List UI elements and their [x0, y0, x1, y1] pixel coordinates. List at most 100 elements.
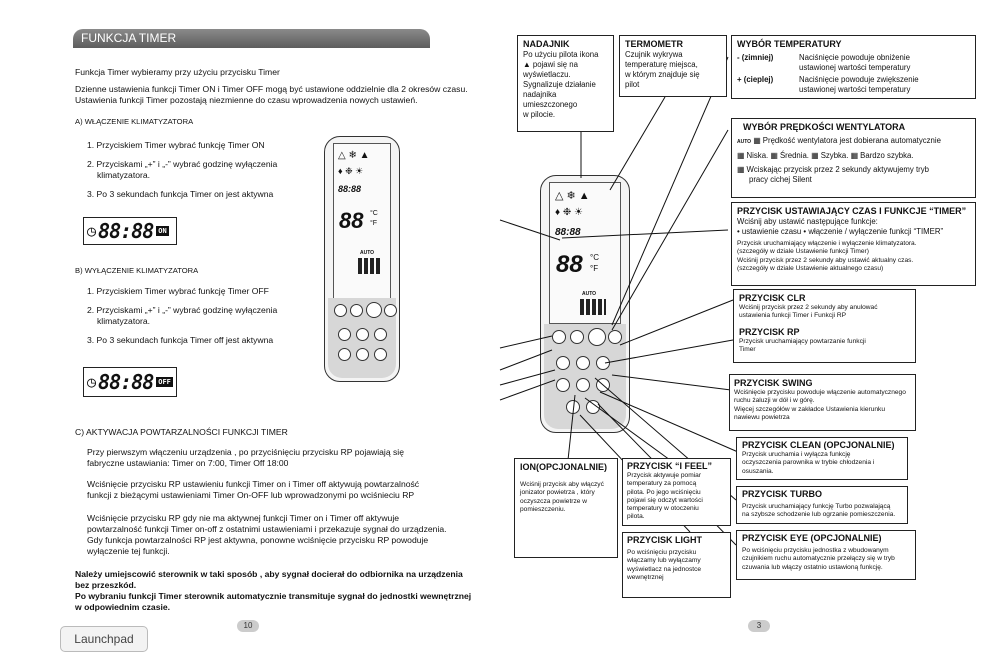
page-number: 3: [748, 620, 770, 632]
remote-button: [570, 330, 584, 344]
fan-icon: ▦: [737, 151, 745, 160]
box-text: Po wciśnięciu przycisku jednostka z wbud…: [742, 547, 889, 554]
minus-label: - (zimniej): [737, 53, 774, 62]
remote-time: 88:88: [555, 227, 581, 238]
unit-f: °F: [590, 264, 599, 273]
eye-box: PRZYCISK EYE (OPCJONALNIE) Po wciśnięciu…: [736, 530, 916, 580]
box-text: nawiewu powietrza: [734, 413, 790, 421]
box-title: ION(OPCJONALNIE): [520, 462, 608, 472]
fan-icon: ▦: [770, 151, 778, 160]
box-text: Wciśnij przycisk przez 2 sekundy aby anu…: [739, 304, 878, 311]
box-text: pomieszczeniu.: [520, 505, 566, 513]
step-b2-cont: klimatyzatora.: [97, 316, 151, 326]
section-b-heading: B) WYŁĄCZENIE KLIMATYZATORA: [75, 266, 199, 275]
remote-button: [596, 356, 610, 370]
remote-display: △ ❄ ▲ ♦ ❉ ☀ 88:88 88 °C °F AUTO: [549, 182, 621, 324]
para-line: powtarzalność funkcji Timer on-off z ost…: [87, 524, 447, 534]
box-text: • ustawienie czasu • włączenie / wyłącze…: [737, 227, 944, 236]
launchpad-label[interactable]: Launchpad: [60, 626, 148, 652]
remote-temp: 88: [339, 208, 364, 233]
box-text: Wciśnięcie przycisku powoduje włączenie …: [734, 389, 906, 396]
box-title: PRZYCISK “I FEEL”: [627, 461, 713, 471]
box-text: (szczegóły w dziale Ustawienie aktualneg…: [737, 264, 884, 272]
mode-icons: △ ❄ ▲: [338, 150, 370, 161]
box-title: WYBÓR PRĘDKOŚCI WENTYLATORA: [743, 122, 906, 132]
box-title: PRZYCISK CLEAN (OPCJONALNIE): [742, 440, 895, 450]
box-text: Wciśnij aby ustawić następujące funkcje:: [737, 217, 878, 226]
box-text: (szczegóły w dziale Ustawienie funkcji T…: [737, 248, 869, 256]
box-text: oczyszcza powietrze w: [520, 497, 588, 505]
lcd-timer-on: ◷ 88:88 ON: [83, 217, 177, 245]
unit-c: °C: [590, 253, 599, 262]
para-line: Wciśnięcie przycisku RP gdy nie ma aktyw…: [87, 513, 400, 523]
light-box: PRZYCISK LIGHT Po wciśnięciu przycisku w…: [622, 532, 731, 598]
remote-button: [356, 348, 369, 361]
box-text: pracy cichej Silent: [749, 175, 812, 184]
fan-icon: ▦: [811, 151, 819, 160]
unit-f: °F: [370, 220, 378, 227]
fan-icon: ▦: [737, 165, 745, 174]
box-text: nadajnika: [523, 90, 557, 99]
step-b3: 3. Po 3 sekundach funkcja Timer off jest…: [87, 335, 274, 345]
ion-box: ION(OPCJONALNIE) Wciśnij przycisk aby wł…: [514, 458, 618, 558]
remote-button: [588, 328, 606, 346]
transmit-icon: ▲: [523, 60, 533, 69]
section-c-heading: C) AKTYWACJA POWTARZALNOŚCI FUNKCJI TIME…: [75, 427, 288, 437]
box-text: Timer: [739, 345, 756, 353]
box-text: Sygnalizuje działanie: [523, 80, 596, 89]
para-line: wyłączenie tej funkcji.: [87, 546, 170, 556]
box-text: wyświetlaczu.: [523, 70, 571, 79]
box-text: pojawi się odczyt wartości: [627, 496, 703, 504]
box-text: Po użyciu pilota ikona: [523, 50, 599, 59]
remote-button: [556, 356, 570, 370]
para-line: Gdy funkcja powtarzalności RP jest aktyw…: [87, 535, 429, 545]
box-text: wyświetlacz na jednostce: [627, 565, 702, 573]
clean-box: PRZYCISK CLEAN (OPCJONALNIE) Przycisk ur…: [736, 437, 908, 480]
remote-button: [366, 302, 382, 318]
box-title: PRZYCISK SWING: [734, 378, 813, 388]
para-line: Dzienne ustawienia funkcji Timer ON i Ti…: [75, 84, 468, 94]
fan-speed-box: WYBÓR PRĘDKOŚCI WENTYLATORA AUTO ▦ Prędk…: [731, 118, 976, 198]
box-text: Przycisk uruchamiający funkcję Turbo poz…: [742, 503, 891, 510]
step-b2: 2. Przyciskami „+” i „-” wybrać godzinę …: [87, 305, 278, 315]
box-text: Naciśnięcie powoduje zwiększenie: [799, 75, 919, 84]
fan-icon: ▦: [753, 136, 761, 145]
box-text: Przycisk uruchamiający włączenie i wyłąc…: [737, 240, 917, 247]
mode-icons: ♦ ❉ ☀: [338, 166, 364, 176]
mode-icons: ♦ ❉ ☀: [555, 207, 584, 218]
box-text: Przycisk uruchamia i wyłącza funkcję: [742, 451, 851, 458]
page-number: 10: [237, 620, 259, 632]
remote-time: 88:88: [338, 184, 362, 194]
box-text: temperatury za pomocą: [627, 480, 697, 488]
fan-icon: ▦: [850, 151, 858, 160]
box-text: AUTO ▦ Prędkość wentylatora jest dobiera…: [737, 136, 941, 145]
note-bold: bez przeszkód.: [75, 580, 137, 590]
remote-illustration: △ ❄ ▲ ♦ ❉ ☀ 88:88 88 °C °F AUTO: [540, 175, 630, 433]
clock-icon: ◷: [87, 222, 97, 240]
remote-button: [338, 348, 351, 361]
box-text: osuszania.: [742, 467, 774, 475]
section-header: FUNKCJA TIMER: [73, 29, 430, 48]
intro-text: Funkcja Timer wybieramy przy użyciu przy…: [75, 67, 280, 77]
box-text: Wciśnij przycisk przez 2 sekundy aby ust…: [737, 256, 914, 264]
remote-button: [356, 328, 369, 341]
box-title: PRZYCISK RP: [739, 326, 800, 337]
remote-button: [576, 356, 590, 370]
unit-c: °C: [370, 210, 378, 217]
remote-button: [374, 328, 387, 341]
remote-button: [556, 378, 570, 392]
box-text: Czujnik wykrywa: [625, 50, 683, 59]
box-text: wewnętrznej: [627, 573, 664, 581]
box-title: WYBÓR TEMPERATURY: [737, 39, 842, 49]
remote-button: [608, 330, 622, 344]
para-line: funkcji z bieżącymi ustawieniami Timer O…: [87, 490, 415, 500]
box-text: umieszczonego: [523, 100, 578, 109]
box-text: Przycisk aktywuje pomiar: [627, 472, 702, 479]
box-text: temperaturę miejsca,: [625, 60, 698, 69]
box-text: oczyszczenia parownika w trybie chłodzen…: [742, 459, 875, 467]
fan-auto: AUTO: [582, 291, 597, 297]
mode-icons: △ ❄ ▲: [555, 190, 590, 202]
remote-button: [350, 304, 363, 317]
box-text: pilota. Po jego wciśnięciu: [627, 488, 701, 496]
fan-auto: AUTO: [360, 250, 375, 256]
